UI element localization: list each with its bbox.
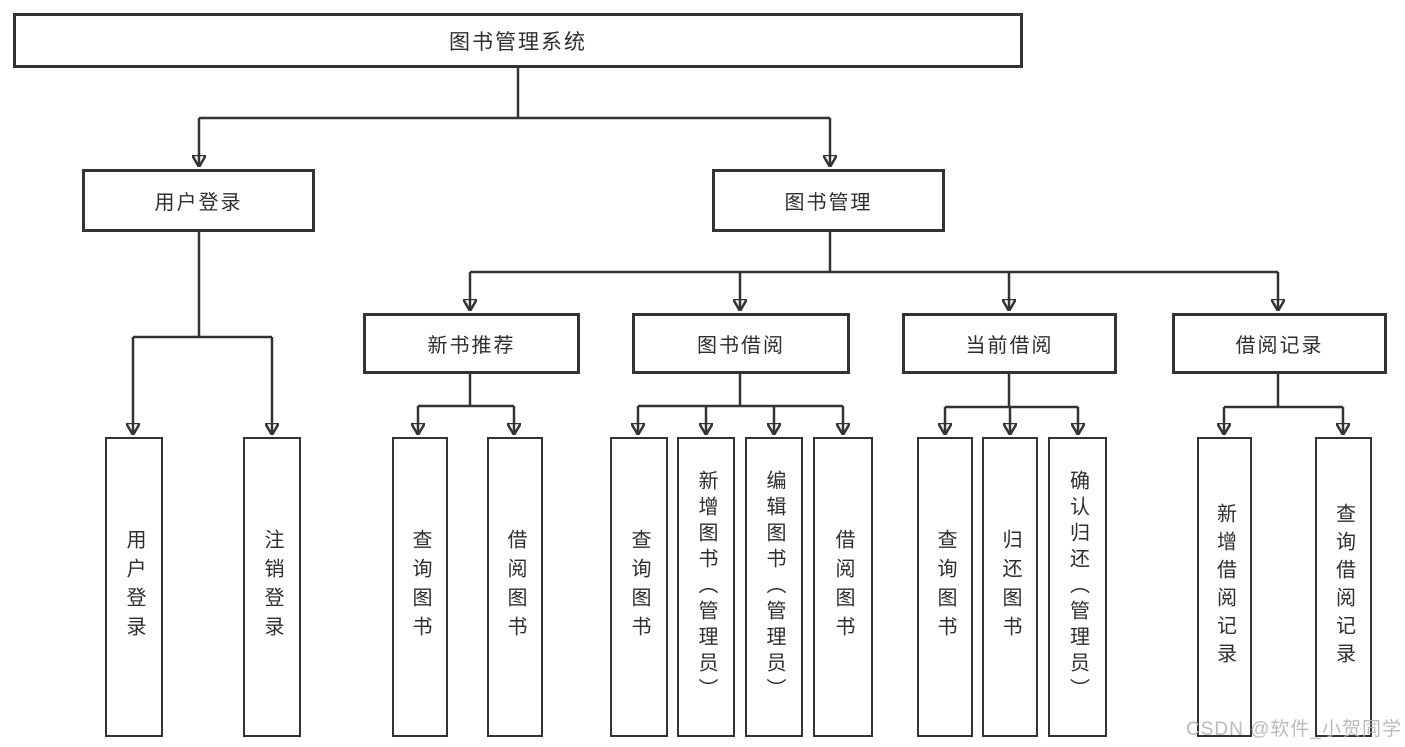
- leaf-bb-add-book: 新增图书（管理员）: [677, 437, 735, 737]
- node-book-borrow: 图书借阅: [632, 313, 850, 374]
- leaf-cb-return-book: 归还图书: [982, 437, 1038, 737]
- connector-book-borrow: [638, 374, 843, 434]
- watermark: CSDN @软件_小贺同学: [1186, 719, 1402, 740]
- connector-book-mgmt: [470, 232, 1278, 310]
- leaf-cb-confirm-return: 确认归还（管理员）: [1048, 437, 1107, 737]
- node-borrow-record: 借阅记录: [1172, 313, 1387, 374]
- leaf-br-add-record: 新增借阅记录: [1197, 437, 1252, 737]
- connector-user-login: [133, 232, 272, 434]
- connector-root: [199, 68, 830, 166]
- node-book-mgmt: 图书管理: [712, 169, 945, 232]
- leaf-br-query-record: 查询借阅记录: [1315, 437, 1372, 737]
- node-current-borrow: 当前借阅: [902, 313, 1117, 374]
- leaf-bb-borrow-book: 借阅图书: [813, 437, 873, 737]
- leaf-user-login: 用户登录: [105, 437, 163, 737]
- leaf-nb-query-book: 查询图书: [392, 437, 448, 737]
- leaf-bb-edit-book: 编辑图书（管理员）: [745, 437, 803, 737]
- node-root: 图书管理系统: [13, 13, 1023, 68]
- connector-borrow-record: [1224, 374, 1343, 434]
- connector-current-borrow: [945, 374, 1078, 434]
- leaf-cb-query-book: 查询图书: [917, 437, 973, 737]
- leaf-bb-query-book: 查询图书: [610, 437, 668, 737]
- connector-new-book: [418, 374, 514, 434]
- leaf-logout: 注销登录: [243, 437, 301, 737]
- leaf-nb-borrow-book: 借阅图书: [487, 437, 543, 737]
- node-new-book-rec: 新书推荐: [363, 313, 580, 374]
- node-user-login: 用户登录: [82, 169, 315, 232]
